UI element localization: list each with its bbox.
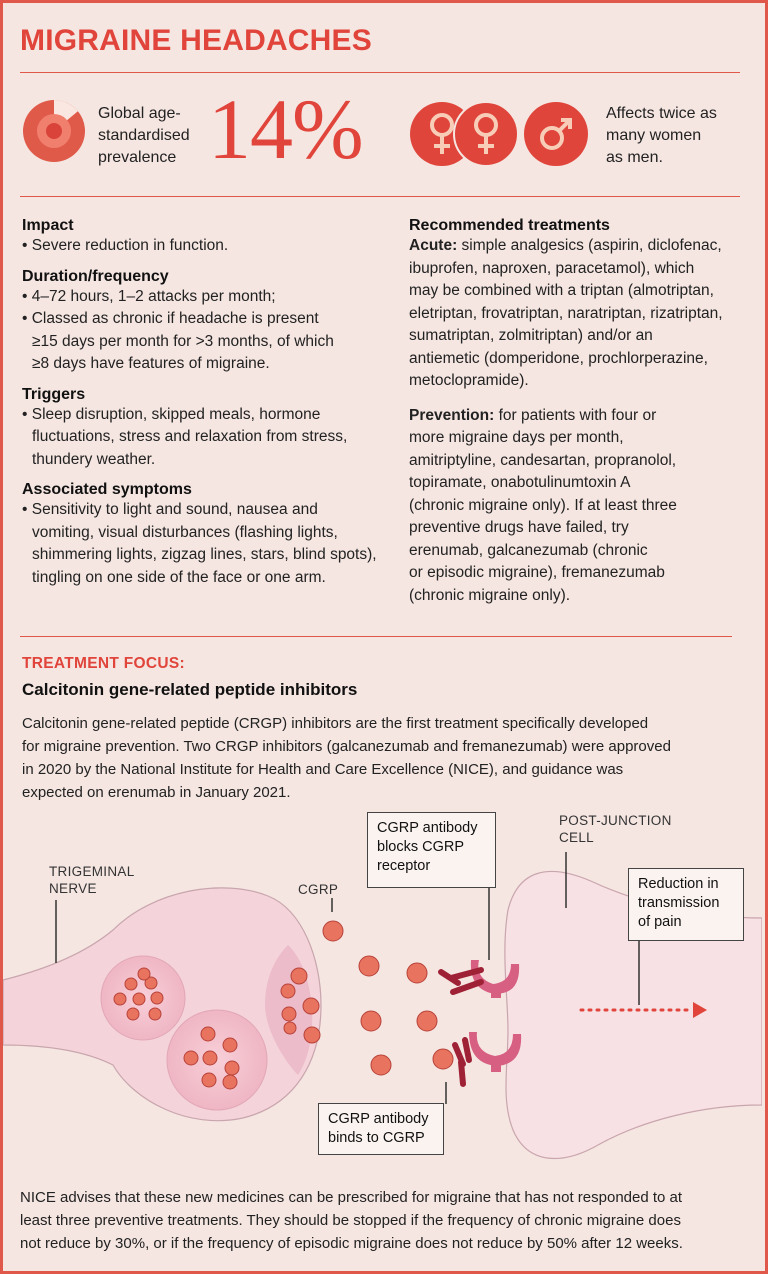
section-heading: Impact <box>22 217 74 234</box>
cgrp-molecule <box>222 1074 238 1090</box>
callout-reduction: Reduction in transmission of pain <box>628 868 744 941</box>
prevalence-label: Global age- standardised prevalence <box>98 105 190 166</box>
female-symbol-icon <box>453 101 519 167</box>
cgrp-receptor <box>470 960 520 998</box>
cgrp-molecule <box>370 1054 392 1076</box>
cgrp-molecule <box>281 1006 297 1022</box>
bullet-text: tingling on one side of the face or one … <box>32 568 326 586</box>
cgrp-molecule <box>150 991 164 1005</box>
male-symbol-icon <box>524 102 588 166</box>
triggers-section: Triggers • Sleep disruption, skipped mea… <box>22 386 392 472</box>
acute-text: Acute: simple analgesics (aspirin, diclo… <box>409 237 723 389</box>
cgrp-molecule <box>202 1050 218 1066</box>
post-junction-label: POST-JUNCTION CELL <box>559 813 672 845</box>
synapse-diagram <box>3 852 762 1160</box>
cgrp-molecule <box>132 992 146 1006</box>
cgrp-molecule <box>200 1026 216 1042</box>
divider <box>20 636 732 637</box>
cgrp-molecule <box>283 1021 297 1035</box>
post-junction-cell <box>504 870 762 1160</box>
gender-symbols <box>410 101 588 167</box>
cgrp-molecule <box>303 1026 321 1044</box>
callout-binds-cgrp: CGRP antibody binds to CGRP <box>318 1103 444 1155</box>
cgrp-antibody <box>452 1037 472 1087</box>
bullet-text: vomiting, visual disturbances (flashing … <box>32 523 338 541</box>
duration-section: Duration/frequency • 4–72 hours, 1–2 att… <box>22 268 392 376</box>
cgrp-molecule <box>113 992 127 1006</box>
cgrp-molecule <box>124 977 138 991</box>
page-title: MIGRAINE HEADACHES <box>20 24 372 57</box>
symptoms-section: Associated symptoms • Sensitivity to lig… <box>22 481 392 589</box>
cgrp-molecule <box>322 920 344 942</box>
bullet-text: • Severe reduction in function. <box>22 237 229 254</box>
bullet-text: thundery weather. <box>32 450 156 468</box>
cgrp-molecule <box>183 1050 199 1066</box>
cgrp-antibody <box>438 967 484 995</box>
pie-chart-icon <box>23 100 85 162</box>
prevention-text: Prevention: for patients with four or mo… <box>409 406 677 604</box>
cgrp-molecule <box>224 1060 240 1076</box>
bullet-text: • 4–72 hours, 1–2 attacks per month; <box>22 287 276 305</box>
focus-paragraph: Calcitonin gene-related peptide (CRGP) i… <box>22 715 671 801</box>
arrow-head-icon <box>693 1002 707 1018</box>
bullet-text: • Classed as chronic if headache is pres… <box>22 310 319 327</box>
bullet-text: shimmering lights, zigzag lines, stars, … <box>32 546 377 563</box>
cgrp-molecule <box>222 1037 238 1053</box>
cgrp-particles <box>113 920 454 1090</box>
cgrp-molecule <box>360 1010 382 1032</box>
cgrp-molecule <box>280 983 296 999</box>
cgrp-molecule <box>137 967 151 981</box>
section-heading: Associated symptoms <box>22 481 192 498</box>
focus-label: TREATMENT FOCUS: <box>22 655 185 672</box>
focus-title: Calcitonin gene-related peptide inhibito… <box>22 680 358 699</box>
bullet-text: ≥15 days per month for >3 months, of whi… <box>32 332 334 350</box>
treatments-heading: Recommended treatments <box>409 217 610 234</box>
section-heading: Duration/frequency <box>22 267 169 285</box>
right-column: Recommended treatments Acute: simple ana… <box>409 217 749 607</box>
bullet-text: fluctuations, stress and relaxation from… <box>32 428 348 445</box>
cgrp-molecule <box>432 1048 454 1070</box>
cgrp-molecule <box>406 962 428 984</box>
cgrp-receptor <box>469 1032 522 1072</box>
impact-section: Impact • Severe reduction in function. <box>22 217 392 258</box>
trigeminal-label: TRIGEMINAL NERVE <box>49 864 135 896</box>
cgrp-molecule <box>126 1007 140 1021</box>
gender-text: Affects twice as many women as men. <box>606 105 717 166</box>
cgrp-molecule <box>201 1072 217 1088</box>
callout-blocks-receptor: CGRP antibody blocks CGRP receptor <box>367 812 496 888</box>
left-column: Impact • Severe reduction in function. D… <box>22 217 392 589</box>
cgrp-label: CGRP <box>298 882 339 897</box>
section-heading: Triggers <box>22 385 86 403</box>
divider <box>20 196 740 197</box>
cgrp-molecule <box>302 997 320 1015</box>
cgrp-molecule <box>148 1007 162 1021</box>
divider <box>20 72 740 73</box>
footer-note: NICE advises that these new medicines ca… <box>20 1189 683 1252</box>
cgrp-molecule <box>358 955 380 977</box>
bullet-text: • Sensitivity to light and sound, nausea… <box>22 501 318 518</box>
prevalence-value: 14% <box>208 81 364 177</box>
cgrp-molecule <box>416 1010 438 1032</box>
bullet-text: • Sleep disruption, skipped meals, hormo… <box>22 405 321 423</box>
bullet-text: ≥8 days have features of migraine. <box>32 355 270 372</box>
cgrp-molecule <box>144 976 158 990</box>
cgrp-molecule <box>290 967 308 985</box>
